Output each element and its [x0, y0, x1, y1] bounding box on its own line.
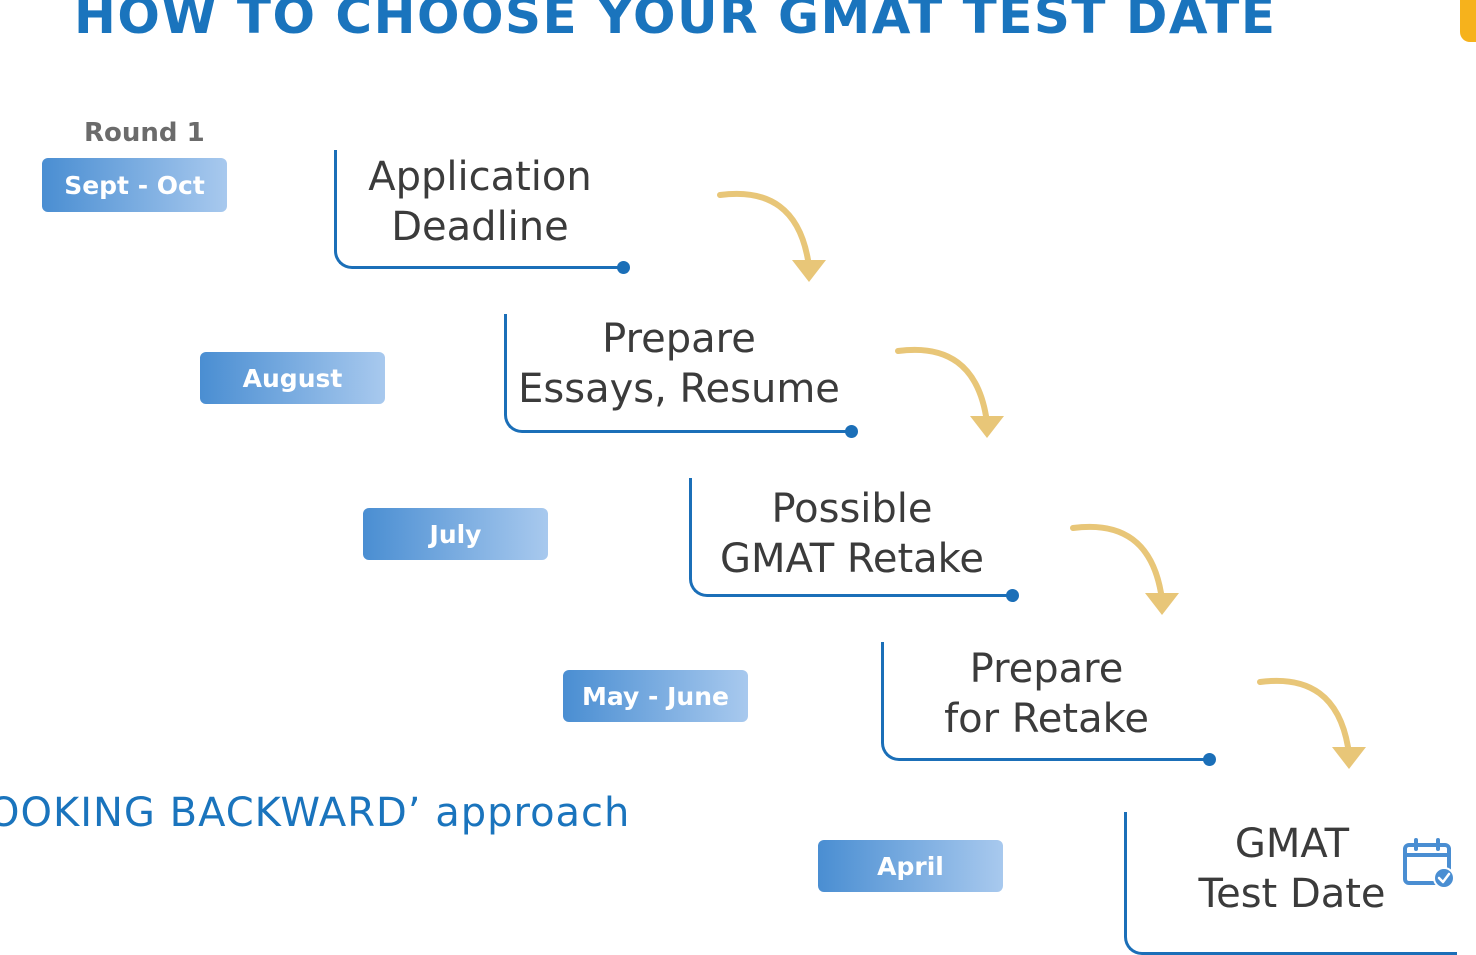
curved-arrow-down-icon: [717, 190, 826, 282]
step-end-dot: [617, 261, 630, 274]
step-end-dot: [1203, 753, 1216, 766]
step-possible-retake: Possible GMAT Retake: [689, 478, 1019, 602]
period-pill-sept-oct: Sept - Oct: [42, 158, 227, 212]
period-pill-may-june: May - June: [563, 670, 748, 722]
step-text: Application Deadline: [337, 152, 623, 252]
period-pill-april: April: [818, 840, 1003, 892]
step-line-2: Deadline: [391, 204, 569, 250]
step-line-2: for Retake: [944, 696, 1149, 742]
curved-arrow-down-icon: [1257, 677, 1366, 769]
curved-arrow-down-icon: [1070, 523, 1179, 615]
step-line-1: Application: [368, 154, 592, 200]
period-pill-july: July: [363, 508, 548, 560]
step-line-1: GMAT: [1234, 821, 1350, 867]
round-label: Round 1: [84, 118, 205, 148]
step-line-1: Prepare: [969, 646, 1124, 692]
approach-caption: OOKING BACKWARD’ approach: [0, 790, 631, 836]
step-end-dot: [1006, 589, 1019, 602]
step-gmat-test-date: GMAT Test Date: [1124, 812, 1457, 955]
step-line-2: Essays, Resume: [518, 366, 840, 412]
step-application-deadline: Application Deadline: [334, 150, 630, 274]
step-text: Prepare Essays, Resume: [507, 314, 851, 414]
step-text: GMAT Test Date: [1127, 819, 1457, 919]
step-line-1: Possible: [771, 486, 933, 532]
step-prepare-retake: Prepare for Retake: [881, 642, 1216, 766]
step-line-1: Prepare: [602, 316, 756, 362]
step-line-2: GMAT Retake: [719, 536, 985, 582]
corner-accent-tab: [1460, 0, 1476, 42]
step-end-dot: [845, 425, 858, 438]
period-pill-august: August: [200, 352, 385, 404]
step-prepare-essays: Prepare Essays, Resume: [504, 314, 858, 438]
page-title: HOW TO CHOOSE YOUR GMAT TEST DATE: [74, 0, 1277, 45]
step-text: Prepare for Retake: [884, 644, 1209, 744]
step-line-2: Test Date: [1198, 871, 1386, 917]
calendar-check-icon: [1403, 838, 1455, 889]
curved-arrow-down-icon: [895, 346, 1004, 438]
step-text: Possible GMAT Retake: [692, 484, 1012, 584]
